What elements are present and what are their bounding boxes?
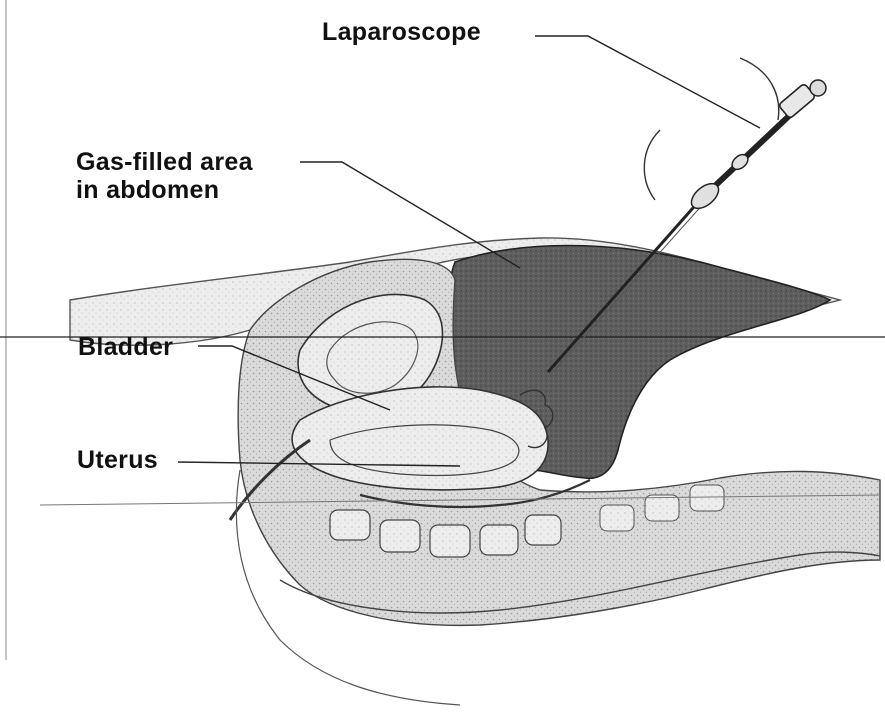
label-bladder: Bladder xyxy=(78,333,173,361)
label-gas-line-2: in abdomen xyxy=(76,176,253,204)
leader-line-laparoscope xyxy=(535,36,760,128)
label-uterus: Uterus xyxy=(77,446,158,474)
label-gas-filled-area: Gas-filled area in abdomen xyxy=(76,148,253,204)
label-gas-line-1: Gas-filled area xyxy=(76,148,253,176)
label-laparoscope: Laparoscope xyxy=(322,18,481,46)
